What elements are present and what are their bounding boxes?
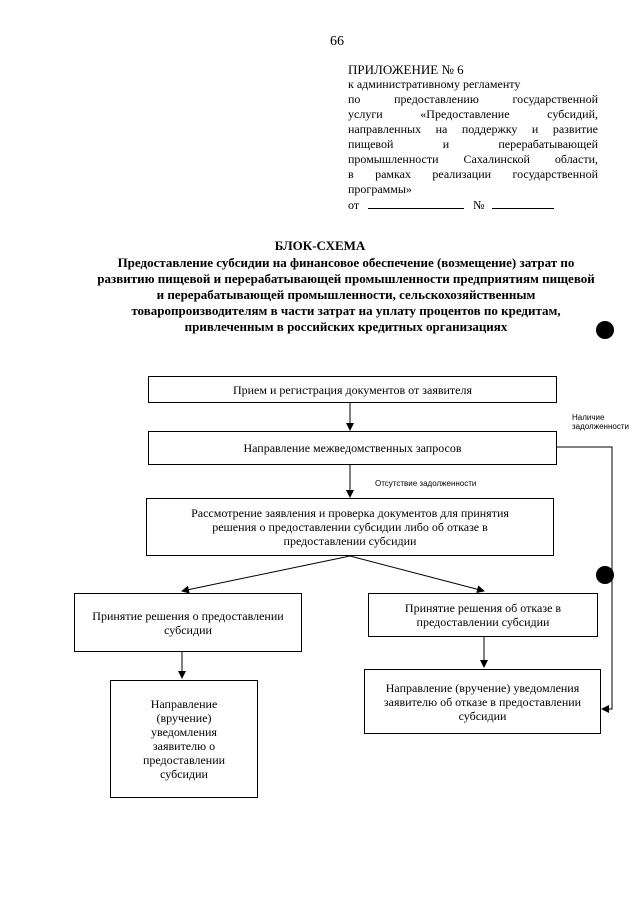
appendix-signature-line: от № xyxy=(348,197,598,213)
appendix-line-3: услуги «Предоставление субсидий, xyxy=(348,107,598,121)
diagram-subtitle: Предоставление субсидии на финансовое об… xyxy=(97,255,595,334)
from-label: от xyxy=(348,198,360,212)
appendix-line-2: по предоставлению государственной xyxy=(348,92,598,106)
date-blank-line xyxy=(368,197,465,209)
appendix-line-7: в рамках реализации государственной xyxy=(348,167,598,181)
label-debt-absent: Отсутствие задолженности xyxy=(375,479,477,488)
box-grant-decision: Принятие решения о предоставлении субсид… xyxy=(74,593,302,652)
appendix-line-6: промышленности Сахалинской области, xyxy=(348,152,598,166)
box-document-reception: Прием и регистрация документов от заявит… xyxy=(148,376,557,403)
number-blank-line xyxy=(491,197,554,209)
label-debt-present: Наличие задолженности xyxy=(572,413,629,431)
appendix-header: ПРИЛОЖЕНИЕ № 6 к административному регла… xyxy=(348,62,598,213)
box-application-review: Рассмотрение заявления и проверка докуме… xyxy=(146,498,554,556)
arrow-review-to-refusal xyxy=(349,555,485,594)
number-label: № xyxy=(473,198,485,212)
box-refusal-notification: Направление (вручение) уведомления заяви… xyxy=(364,669,601,734)
punch-hole-marker xyxy=(596,566,614,584)
appendix-title: ПРИЛОЖЕНИЕ № 6 xyxy=(348,62,464,77)
arrow-review-to-grant xyxy=(181,555,351,594)
page-number: 66 xyxy=(330,34,344,49)
box-grant-notification: Направление (вручение) уведомления заяви… xyxy=(110,680,258,798)
punch-hole-marker xyxy=(596,321,614,339)
appendix-line-5: пищевой и перерабатывающей xyxy=(348,137,598,151)
box-refusal-decision: Принятие решения об отказе в предоставле… xyxy=(368,593,598,637)
appendix-line-4: направленных на поддержку и развитие xyxy=(348,122,598,136)
diagram-title: БЛОК-СХЕМА xyxy=(274,238,366,253)
box-interagency-requests: Направление межведомственных запросов xyxy=(148,431,557,465)
appendix-line-1: к административному регламенту xyxy=(348,77,521,91)
appendix-line-8: программы» xyxy=(348,182,412,196)
